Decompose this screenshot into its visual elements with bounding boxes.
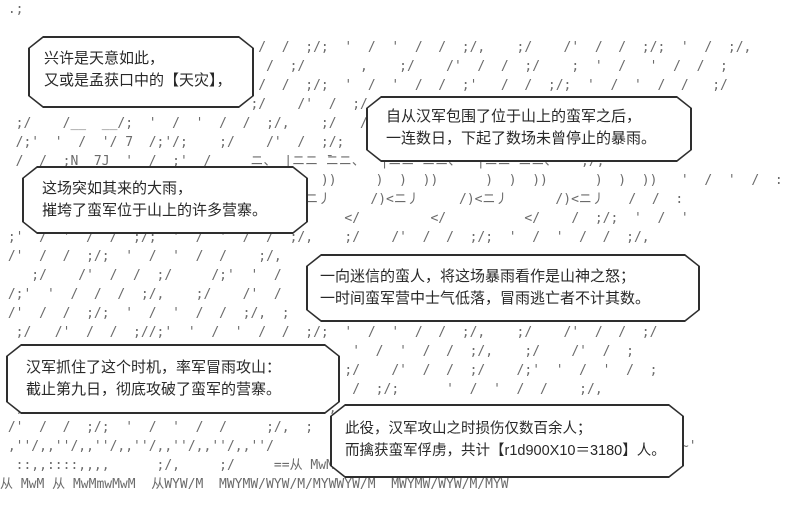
dialogue-line: 自从汉军包围了位于山上的蛮军之后， [386,108,642,125]
dialogue-line: 这场突如其来的大雨， [42,180,193,197]
dialogue-text: 汉军抓住了这个时机，率军冒雨攻山： 截止第九日，彻底攻破了蛮军的营寨。 [26,357,281,401]
dialogue-text: 兴许是天意如此， 又或是孟获口中的【天灾】， [44,48,232,92]
dialogue-bubble-2-fill [368,98,691,161]
dialogue-bubble-6: 此役，汉军攻山之时损伤仅数百余人； 而擒获蛮军俘虏，共计【r1d900X10＝3… [330,404,684,478]
dialogue-bubble-2: 自从汉军包围了位于山上的蛮军之后， 一连数日，下起了数场未曾停止的暴雨。 [366,96,692,162]
dialogue-bubble-5: 汉军抓住了这个时机，率军冒雨攻山： 截止第九日，彻底攻破了蛮军的营寨。 [6,344,340,414]
dialogue-text: 此役，汉军攻山之时损伤仅数百余人； 而擒获蛮军俘虏，共计【r1d900X10＝3… [345,418,666,462]
dialogue-text: 自从汉军包围了位于山上的蛮军之后， 一连数日，下起了数场未曾停止的暴雨。 [386,106,656,150]
dialogue-line: 兴许是天意如此， [44,50,165,67]
dialogue-bubble-5-fill [8,346,339,413]
dialogue-line: 又或是孟获口中的【天灾】， [44,72,232,89]
dialogue-line: 此役，汉军攻山之时损伤仅数百余人； [345,421,592,437]
dialogue-line: 一时间蛮军营中士气低落，冒雨逃亡者不计其数。 [320,290,651,307]
dialogue-line: 截止第九日，彻底攻破了蛮军的营寨。 [26,381,282,398]
dialogue-line: 汉军抓住了这个时机，率军冒雨攻山： [26,359,282,376]
dialogue-line: 而擒获蛮军俘虏，共计【r1d900X10＝3180】人。 [345,443,666,459]
dialogue-text: 这场突如其来的大雨， 摧垮了蛮军位于山上的许多营寨。 [42,178,267,222]
dialogue-bubble-1-fill [30,38,253,107]
dialogue-bubble-6-fill [332,406,683,477]
dialogue-bubble-1: 兴许是天意如此， 又或是孟获口中的【天灾】， [28,36,254,108]
dialogue-line: 摧垮了蛮军位于山上的许多营寨。 [42,202,268,219]
dialogue-bubble-4-fill [308,256,699,321]
dialogue-bubble-3-fill [24,168,307,233]
dialogue-bubble-4: 一向迷信的蛮人，将这场暴雨看作是山神之怒； 一时间蛮军营中士气低落，冒雨逃亡者不… [306,254,700,322]
dialogue-bubble-3: 这场突如其来的大雨， 摧垮了蛮军位于山上的许多营寨。 [22,166,308,234]
dialogue-text: 一向迷信的蛮人，将这场暴雨看作是山神之怒； 一时间蛮军营中士气低落，冒雨逃亡者不… [320,266,650,310]
dialogue-line: 一连数日，下起了数场未曾停止的暴雨。 [386,130,657,147]
dialogue-line: 一向迷信的蛮人，将这场暴雨看作是山神之怒； [320,268,636,285]
